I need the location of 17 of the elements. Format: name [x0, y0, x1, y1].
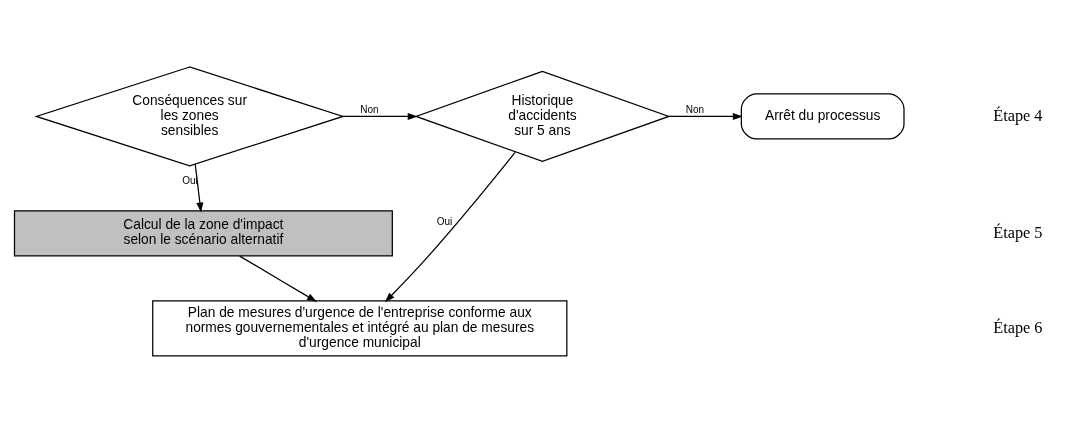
- arrow: [194, 163, 204, 213]
- edge-label: Non: [360, 104, 379, 116]
- node-diamond: Historique d'accidents sur 5 ans: [414, 70, 671, 163]
- arrow: [239, 255, 317, 302]
- arrow: [668, 112, 743, 120]
- arrow: [342, 112, 418, 120]
- label: Étape 5: [993, 223, 1043, 242]
- edge-label: Non: [685, 104, 705, 116]
- arrow: [384, 151, 516, 303]
- label: Étape 6: [993, 318, 1043, 337]
- node-box: Calcul de la zone d'impact selon le scénario alternatif: [13, 210, 393, 257]
- label: Étape 4: [993, 106, 1043, 125]
- edge-label: Oui: [182, 175, 198, 187]
- node-diamond: Conséquences sur les zones sensibles: [34, 66, 345, 167]
- node-box: Plan de mesures d'urgence de l'entreprise conforme aux normes gouvernementales et intégré au plan de mesures d'urgence municipal: [152, 300, 568, 357]
- node-box: Arrêt du processus: [740, 93, 905, 140]
- edge-label: Oui: [436, 216, 453, 228]
